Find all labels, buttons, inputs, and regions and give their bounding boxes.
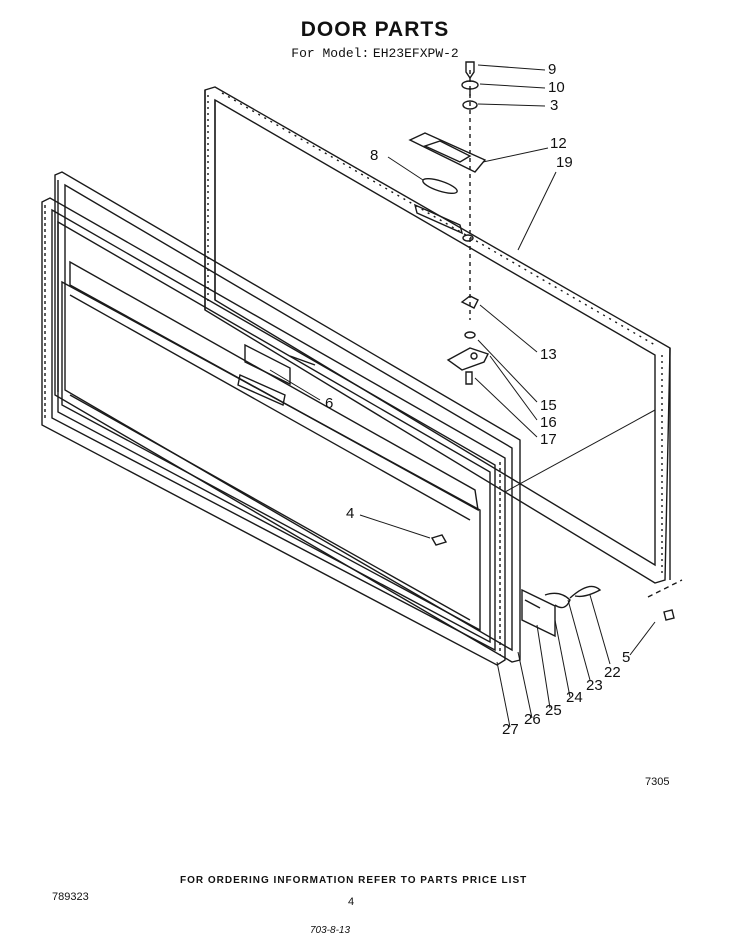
callout-19: 19 — [556, 154, 573, 171]
model-number: EH23EFXPW-2 — [372, 46, 459, 61]
callout-27: 27 — [502, 721, 519, 738]
model-prefix: For Model: — [291, 46, 370, 61]
slot-cover — [422, 177, 458, 195]
callout-3: 3 — [550, 97, 559, 114]
revision-stamp: 703-8-13 — [310, 925, 351, 936]
page-number: 4 — [348, 896, 355, 908]
callout-4: 4 — [346, 505, 355, 522]
callout-26: 26 — [524, 711, 541, 728]
callout-13: 13 — [540, 346, 557, 363]
callout-25: 25 — [545, 702, 562, 719]
leader-lines — [269, 64, 656, 728]
callout-17: 17 — [540, 431, 557, 448]
callout-15: 15 — [540, 397, 557, 414]
handle-pad — [237, 343, 316, 406]
ordering-note: FOR ORDERING INFORMATION REFER TO PARTS … — [180, 875, 528, 886]
callout-12: 12 — [550, 135, 567, 152]
model-line: For Model: EH23EFXPW-2 — [0, 45, 750, 61]
figure-number: 7305 — [645, 776, 670, 788]
door-switch-assembly — [521, 585, 602, 638]
callout-22: 22 — [604, 664, 621, 681]
callout-6: 6 — [325, 395, 334, 412]
lower-hinge-hardware — [446, 295, 489, 385]
page-title: DOOR PARTS — [300, 18, 450, 41]
panel-screw — [647, 579, 683, 621]
inner-liner-recess — [61, 260, 481, 632]
callout-10: 10 — [548, 79, 565, 96]
callout-24: 24 — [566, 689, 583, 706]
callout-5: 5 — [622, 649, 631, 666]
callout-23: 23 — [586, 677, 603, 694]
hinge-plate — [408, 132, 487, 173]
door-gasket — [41, 197, 506, 666]
outer-door-panel — [204, 86, 671, 584]
callout-9: 9 — [548, 61, 557, 78]
hinge-screw-stack — [461, 61, 479, 320]
liner-screw — [430, 534, 448, 546]
callout-8: 8 — [370, 147, 379, 164]
document-number: 789323 — [52, 891, 89, 903]
callout-16: 16 — [540, 414, 557, 431]
